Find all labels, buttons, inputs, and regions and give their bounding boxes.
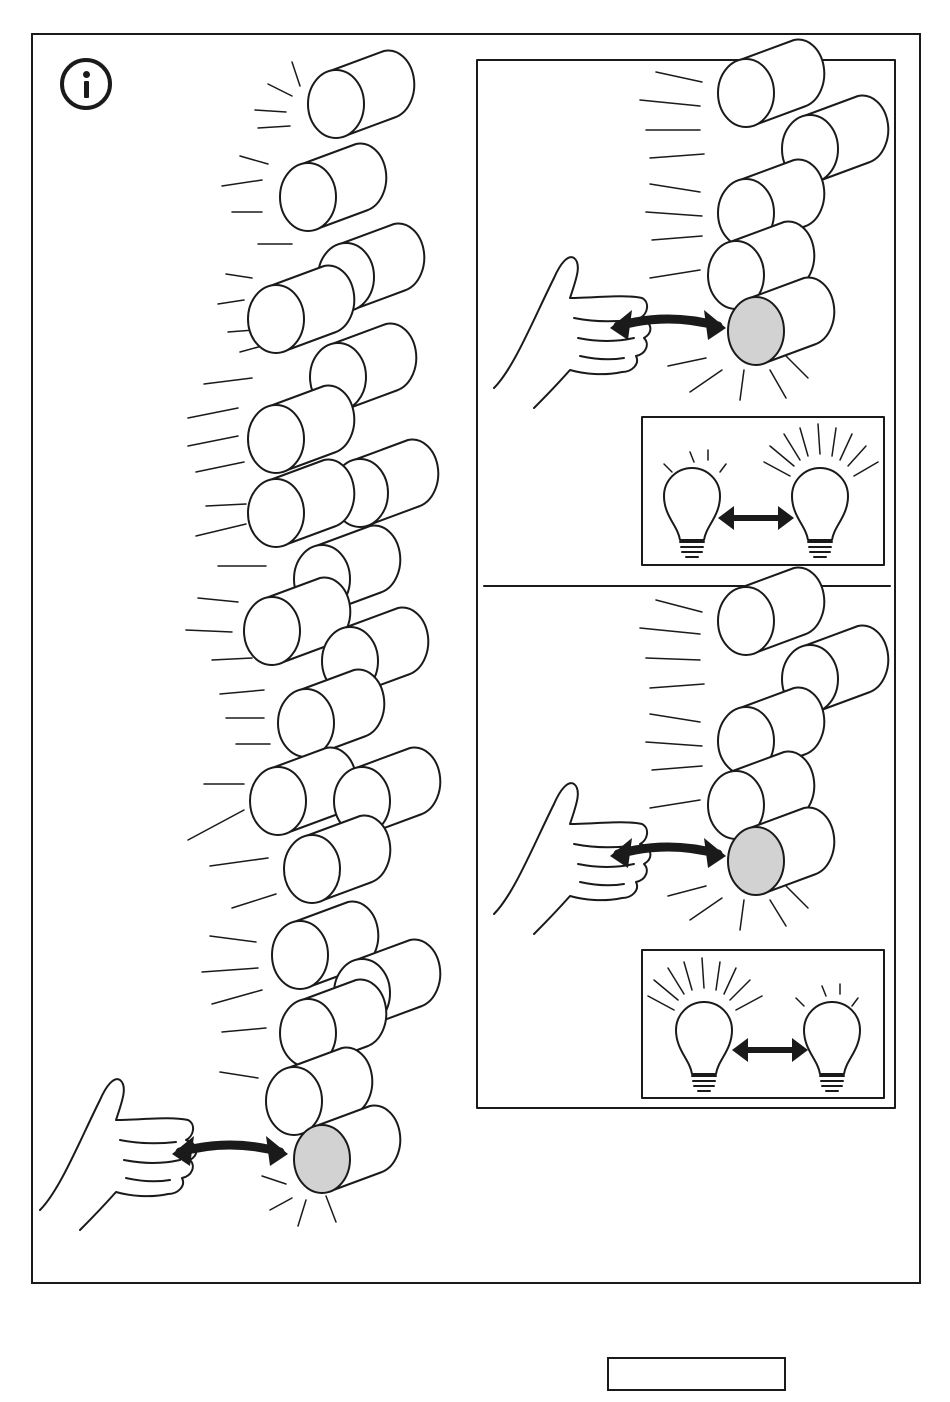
detail-top <box>494 40 888 565</box>
light-bulb-icon <box>676 1002 732 1091</box>
double-arrow-icon <box>718 506 794 530</box>
double-arrow-icon <box>610 838 726 868</box>
lamp-column <box>186 51 440 1226</box>
double-arrow-icon <box>732 1038 808 1062</box>
double-arrow-icon <box>610 310 726 340</box>
light-bulb-icon <box>664 468 720 557</box>
detail-bottom <box>494 568 888 1098</box>
article-code-box <box>607 1357 786 1391</box>
light-bulb-icon <box>804 1002 860 1091</box>
double-arrow-icon <box>172 1136 288 1166</box>
light-bulb-icon <box>792 468 848 557</box>
